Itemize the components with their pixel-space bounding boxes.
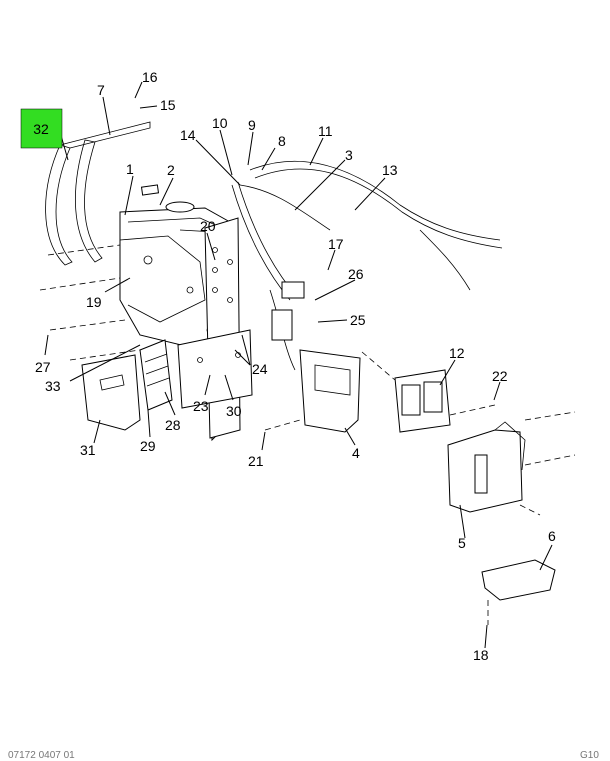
callout-17: 17 [328,236,344,252]
part-1-main-panel [119,207,233,442]
callout-6: 6 [548,528,556,544]
callout-24: 24 [252,361,268,377]
part-12-relay [394,369,451,433]
part-2-cap [140,184,195,213]
callout-28: 28 [165,417,181,433]
callout-27: 27 [35,359,51,375]
part-32-shield [45,121,151,266]
footer-page: G10 [580,750,599,761]
highlight-box [20,108,63,149]
part-6-plate [481,559,556,601]
callout-23: 23 [193,398,209,414]
callout-29: 29 [140,438,156,454]
callout-21: 21 [248,453,264,469]
part-5-bracket [447,421,526,513]
callout-4: 4 [352,445,360,461]
callout-30: 30 [226,403,242,419]
callout-26: 26 [348,266,364,282]
part-28-module [139,339,173,411]
part-31-bracket [81,354,141,431]
callout-3: 3 [345,147,353,163]
callout-16: 16 [142,69,158,85]
fastener-lines [39,244,576,625]
callout-14: 14 [180,127,196,143]
callout-11: 11 [318,123,333,139]
callout-9: 9 [248,117,256,133]
callout-15: 15 [160,97,176,113]
callout-7: 7 [97,82,105,98]
leader-lines [44,81,553,649]
callout-8: 8 [278,133,286,149]
callout-25: 25 [350,312,366,328]
callout-31: 31 [80,442,96,458]
part-30-plate [177,329,253,409]
callout-10: 10 [212,115,228,131]
callout-20: 20 [200,218,216,234]
callout-5: 5 [458,535,466,551]
callout-1: 1 [126,161,134,177]
callout-19: 19 [86,294,102,310]
callout-labels: 16 15 7 10 9 14 8 11 3 13 1 2 20 17 26 2… [35,69,556,663]
part-4-bracket [299,349,361,433]
callout-2: 2 [167,162,175,178]
callout-13: 13 [382,162,398,178]
connector-17 [271,281,305,341]
callout-33: 33 [45,378,61,394]
footer-code: 07172 0407 01 [8,750,75,761]
callout-32-highlight: 32 [20,108,63,149]
callout-12: 12 [449,345,465,361]
callout-18: 18 [473,647,489,663]
callout-22: 22 [492,368,508,384]
callout-32: 32 [33,121,49,137]
